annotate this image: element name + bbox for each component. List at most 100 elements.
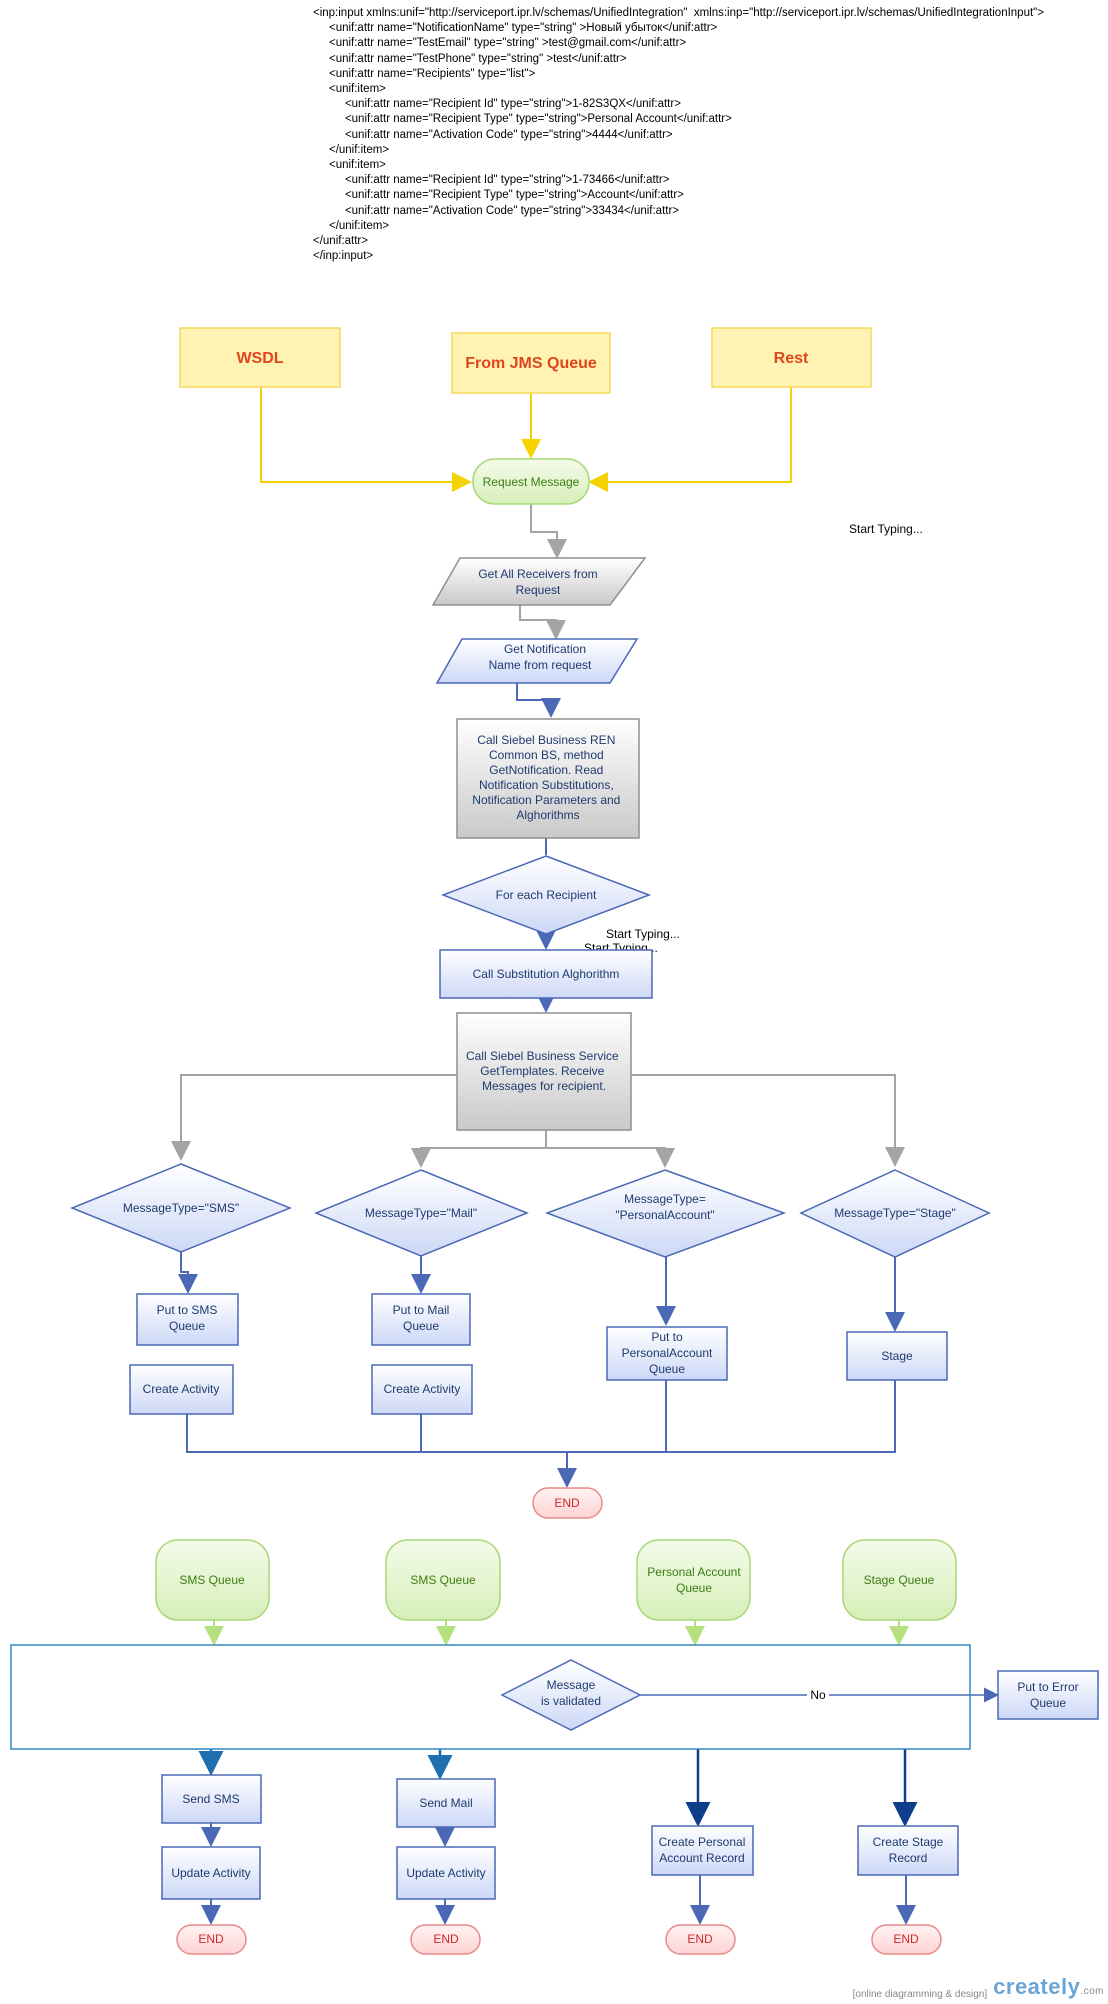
node-msg-pa xyxy=(544,1169,787,1258)
node-get-notification xyxy=(435,638,639,684)
node-put-error xyxy=(997,1670,1099,1720)
node-send-mail xyxy=(396,1778,496,1828)
code-line: <unif:attr name="Recipient Type" type="s… xyxy=(313,189,684,202)
node-queue-pa xyxy=(636,1539,751,1621)
connectors xyxy=(171,387,999,1925)
node-call-siebel-ren xyxy=(456,718,640,839)
node-create-activity-2 xyxy=(371,1364,473,1415)
node-call-substitution xyxy=(439,949,653,999)
node-for-each-recipient xyxy=(440,855,652,935)
code-line: <unif:item> xyxy=(313,159,386,172)
node-queue-stage-label: Stage Queue xyxy=(864,1573,935,1587)
node-update-activity-2 xyxy=(396,1846,496,1900)
node-end-4-label: END xyxy=(687,1932,713,1946)
node-request-message-label: Request Message xyxy=(483,475,580,489)
node-end-3-label: END xyxy=(433,1932,459,1946)
node-get-templates-label: Call Siebel Business Service GetTemplate… xyxy=(466,1049,622,1093)
edge-sms-put xyxy=(178,1252,198,1294)
code-line: <unif:attr name="TestPhone" type="string… xyxy=(313,52,627,65)
node-get-receivers xyxy=(431,557,647,606)
node-queue-sms-1-label: SMS Queue xyxy=(179,1573,245,1587)
node-message-validated xyxy=(500,1659,642,1731)
node-request-message xyxy=(472,458,590,505)
edge-wsdl-request xyxy=(260,387,472,492)
node-queue-sms-1 xyxy=(155,1539,270,1621)
node-msg-pa-label: MessageType="PersonalAccount" xyxy=(615,1192,714,1222)
node-end-1-label: END xyxy=(554,1496,580,1510)
code-line: <unif:item> xyxy=(313,83,386,96)
node-queue-sms-2 xyxy=(385,1539,501,1621)
node-end-5 xyxy=(871,1924,942,1955)
node-msg-sms-label: MessageType="SMS" xyxy=(123,1201,239,1215)
code-line: </unif:item> xyxy=(313,143,390,156)
node-send-sms xyxy=(161,1774,262,1824)
node-stage-label: Stage xyxy=(881,1349,913,1363)
creately-logo[interactable]: creately.com xyxy=(993,1974,1104,2000)
node-update-activity-1 xyxy=(161,1846,261,1900)
label-no-bg xyxy=(807,1688,829,1702)
source-rest-label: Rest xyxy=(774,350,809,367)
node-put-mail xyxy=(371,1293,471,1346)
code-line: </unif:attr> xyxy=(313,235,368,248)
node-end-2-label: END xyxy=(198,1932,224,1946)
edge-collect-end xyxy=(186,1380,896,1453)
node-get-templates xyxy=(456,1012,632,1131)
note-start-typing-2: Start Typing... xyxy=(606,927,680,941)
node-update-activity-1-label: Update Activity xyxy=(171,1866,250,1880)
code-line: </inp:input> xyxy=(313,250,374,263)
node-queue-stage xyxy=(842,1539,957,1621)
node-msg-sms xyxy=(69,1163,293,1253)
edge-templates-split xyxy=(420,1130,666,1162)
node-msg-mail xyxy=(314,1169,529,1257)
node-create-pa-record xyxy=(651,1825,754,1876)
node-end-3 xyxy=(410,1924,481,1955)
code-line: <unif:attr name="Recipient Id" type="str… xyxy=(313,98,681,111)
code-line: </unif:item> xyxy=(313,219,390,232)
node-msg-stage xyxy=(799,1169,991,1258)
node-update-activity-2-label: Update Activity xyxy=(406,1866,485,1880)
node-create-activity-2-label: Create Activity xyxy=(384,1382,461,1396)
note-start-typing-1: Start Typing... xyxy=(849,522,923,536)
code-line: <unif:attr name="NotificationName" type=… xyxy=(313,22,718,35)
source-rest xyxy=(711,327,872,388)
code-line: <inp:input xmlns:unif="http://servicepor… xyxy=(313,7,1044,19)
node-put-pa xyxy=(606,1326,728,1381)
code-line: <unif:attr name="Activation Code" type="… xyxy=(313,204,680,217)
xml-code-block: <inp:input xmlns:unif="http://servicepor… xyxy=(313,6,1103,264)
code-line: <unif:attr name="Recipients" type="list"… xyxy=(313,67,536,80)
edge-rest-request xyxy=(588,387,792,492)
node-msg-stage-label: MessageType="Stage" xyxy=(834,1206,956,1220)
creately-logo-text: creately xyxy=(993,1974,1081,1999)
source-jms-label: From JMS Queue xyxy=(465,355,597,372)
code-line: <unif:attr name="Activation Code" type="… xyxy=(313,128,673,141)
node-put-sms xyxy=(136,1293,239,1346)
edge-templates-sms xyxy=(171,1074,457,1161)
node-stage xyxy=(846,1331,948,1381)
node-create-activity-1 xyxy=(129,1364,234,1415)
edge-templates-stage xyxy=(631,1074,905,1167)
footer-tagline: [online diagramming & design] xyxy=(852,1989,988,2000)
source-jms xyxy=(451,332,611,394)
node-end-4 xyxy=(665,1924,736,1955)
node-send-mail-label: Send Mail xyxy=(419,1796,472,1810)
footer-branding: [online diagramming & design] creately.c… xyxy=(853,1974,1104,2000)
edge-request-receivers xyxy=(530,504,567,559)
node-end-1 xyxy=(532,1487,603,1519)
node-create-activity-1-label: Create Activity xyxy=(143,1382,220,1396)
node-msg-mail-label: MessageType="Mail" xyxy=(365,1206,477,1220)
node-queue-sms-2-label: SMS Queue xyxy=(410,1573,476,1587)
node-call-substitution-label: Call Substitution Alghorithm xyxy=(473,967,620,981)
creately-logo-suffix: .com xyxy=(1080,1986,1104,1997)
code-line: <unif:attr name="TestEmail" type="string… xyxy=(313,37,687,50)
